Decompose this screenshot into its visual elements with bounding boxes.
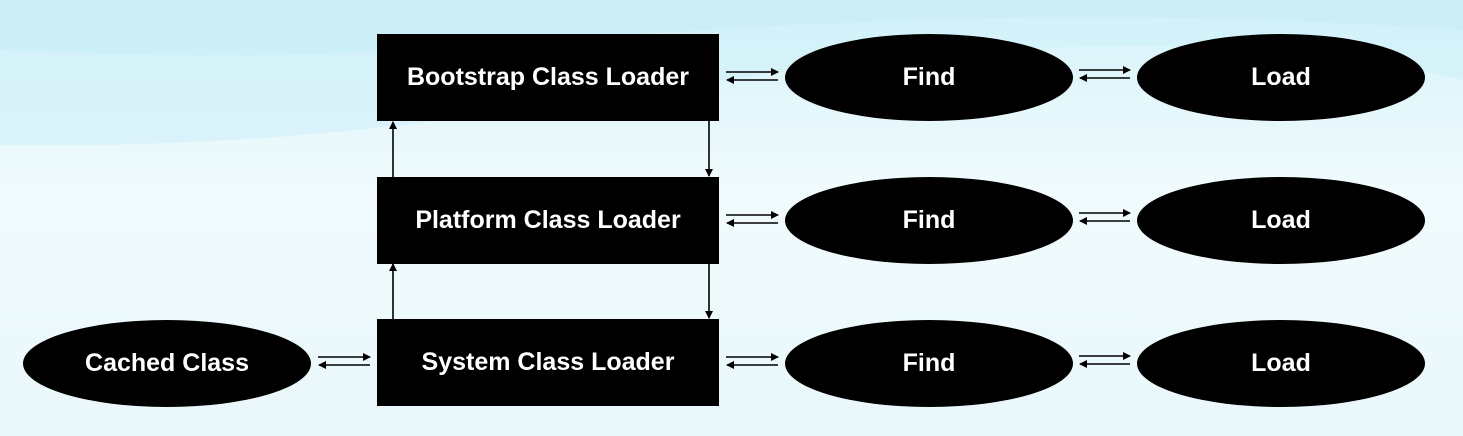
load-node-platform: Load <box>1137 177 1425 264</box>
find-label: Find <box>902 349 956 377</box>
system-class-loader: System Class Loader <box>377 319 719 406</box>
find-node-bootstrap: Find <box>785 34 1073 121</box>
load-node-bootstrap: Load <box>1137 34 1425 121</box>
load-label: Load <box>1251 206 1311 234</box>
bootstrap-class-loader-label: Bootstrap Class Loader <box>406 63 689 91</box>
system-class-loader-label: System Class Loader <box>421 348 675 376</box>
cached-class-node: Cached Class <box>23 320 311 407</box>
bootstrap-class-loader: Bootstrap Class Loader <box>377 34 719 121</box>
find-node-platform: Find <box>785 177 1073 264</box>
load-label: Load <box>1251 63 1311 91</box>
load-label: Load <box>1251 349 1311 377</box>
platform-class-loader-label: Platform Class Loader <box>415 206 681 234</box>
platform-class-loader: Platform Class Loader <box>377 177 719 264</box>
find-label: Find <box>902 63 956 91</box>
cached-class-label: Cached Class <box>85 349 249 377</box>
find-label: Find <box>902 206 956 234</box>
find-node-system: Find <box>785 320 1073 407</box>
load-node-system: Load <box>1137 320 1425 407</box>
